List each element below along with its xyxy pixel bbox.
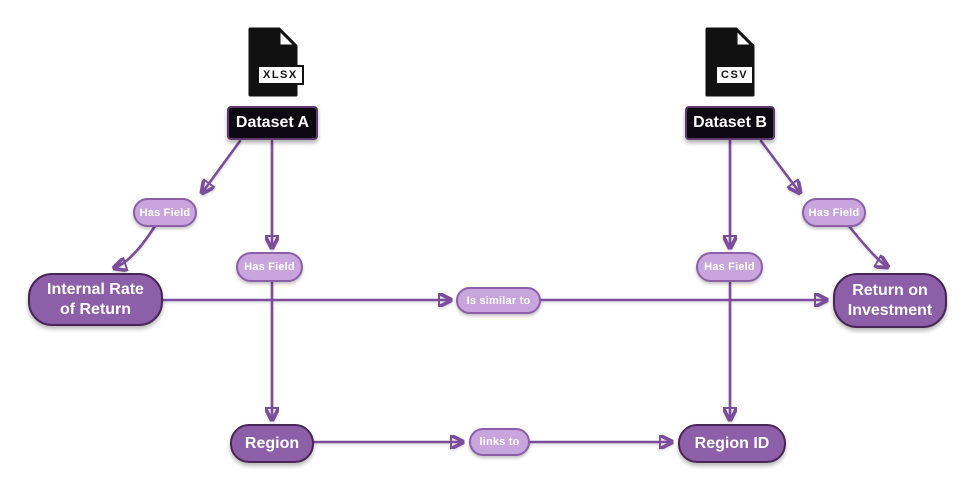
- edge-dataset-b-to-hasfield-4: [759, 139, 800, 193]
- field-label: Return on Investment: [847, 281, 933, 319]
- field-node-internal-rate-of-return[interactable]: Internal Rate of Return: [28, 273, 163, 326]
- edge-hasfield-1-to-irr: [114, 224, 157, 268]
- file-format-badge: XLSX: [257, 65, 304, 86]
- csv-file-icon: CSV: [705, 27, 755, 97]
- edge-dataset-a-to-hasfield-1: [202, 139, 242, 193]
- relation-pill-has-field-4[interactable]: Has Field: [802, 198, 866, 227]
- dataset-b-node[interactable]: Dataset B: [685, 106, 775, 140]
- relation-pill-is-similar-to[interactable]: Is similar to: [456, 287, 541, 314]
- field-node-region[interactable]: Region: [230, 424, 314, 463]
- relation-pill-has-field-3[interactable]: Has Field: [696, 252, 763, 282]
- relation-label: Has Field: [244, 261, 295, 273]
- relation-label: Has Field: [704, 261, 755, 273]
- relation-label: Has Field: [808, 206, 860, 219]
- dataset-a-label: Dataset A: [235, 114, 310, 131]
- file-document-icon: [705, 27, 755, 97]
- relation-pill-has-field-2[interactable]: Has Field: [236, 252, 303, 282]
- relation-label: links to: [479, 436, 520, 448]
- dataset-a-node[interactable]: Dataset A: [227, 106, 318, 140]
- relation-label: Has Field: [139, 206, 191, 219]
- relation-pill-has-field-1[interactable]: Has Field: [133, 198, 197, 227]
- relation-label: Is similar to: [466, 294, 531, 307]
- dataset-b-label: Dataset B: [693, 114, 767, 131]
- edge-hasfield-4-to-roi: [847, 224, 888, 267]
- relation-pill-links-to[interactable]: links to: [469, 428, 530, 456]
- field-node-return-on-investment[interactable]: Return on Investment: [833, 273, 947, 328]
- xlsx-file-icon: XLSX: [248, 27, 304, 97]
- field-label: Region ID: [694, 434, 770, 452]
- field-label: Region: [244, 434, 300, 452]
- field-label: Internal Rate of Return: [47, 280, 144, 318]
- file-document-icon: [248, 27, 298, 97]
- field-node-region-id[interactable]: Region ID: [678, 424, 786, 463]
- file-format-badge: CSV: [715, 65, 755, 86]
